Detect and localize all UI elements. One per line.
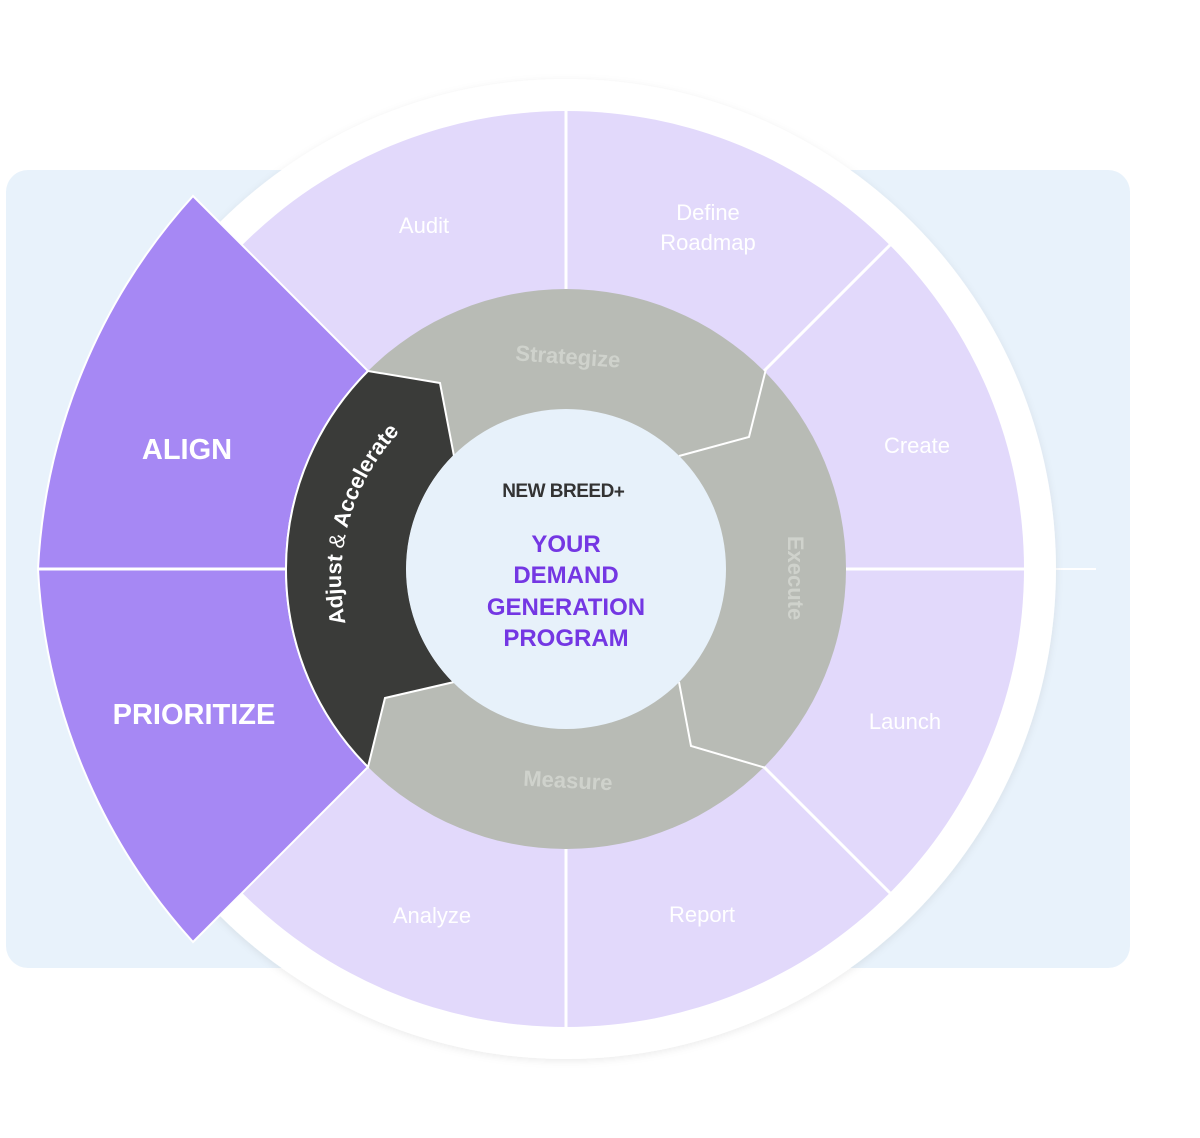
wing-label-align: ALIGN [142, 434, 232, 466]
segment-label-roadmap[interactable]: Roadmap [660, 230, 755, 255]
phase-label-execute: Execute [783, 536, 808, 620]
phase-label-measure: Measure [523, 766, 613, 796]
center-hub: NEW BREED + YOUR DEMAND GENERATION PROGR… [406, 409, 726, 729]
adjust-word: Adjust [321, 553, 350, 627]
program-title-line-3: GENERATION [487, 594, 645, 621]
segment-label-define[interactable]: Define [676, 200, 740, 225]
center-circle [406, 409, 726, 729]
segment-label-create[interactable]: Create [884, 433, 950, 458]
segment-labels: Audit Define Roadmap Create Launch Repor… [393, 200, 950, 928]
phase-divider-top [678, 368, 767, 457]
phase-divider-bottom [678, 681, 767, 769]
segment-dividers [564, 111, 1024, 1027]
adjust-accelerate-segment[interactable]: Adjust & Accelerate [284, 369, 456, 769]
logo-wordmark: NEW BREED [502, 481, 614, 502]
program-title-line-4: PROGRAM [503, 625, 628, 652]
segment-label-audit[interactable]: Audit [399, 213, 449, 238]
program-title-line-2: DEMAND [513, 562, 618, 589]
program-title-line-1: YOUR [531, 531, 600, 558]
new-breed-logo: NEW BREED + [502, 481, 625, 503]
logo-plus-mark: + [614, 482, 625, 503]
segment-label-launch[interactable]: Launch [869, 709, 941, 734]
segment-label-analyze[interactable]: Analyze [393, 903, 471, 928]
segment-label-report[interactable]: Report [669, 902, 735, 927]
wing-label-prioritize: PRIORITIZE [113, 699, 276, 731]
